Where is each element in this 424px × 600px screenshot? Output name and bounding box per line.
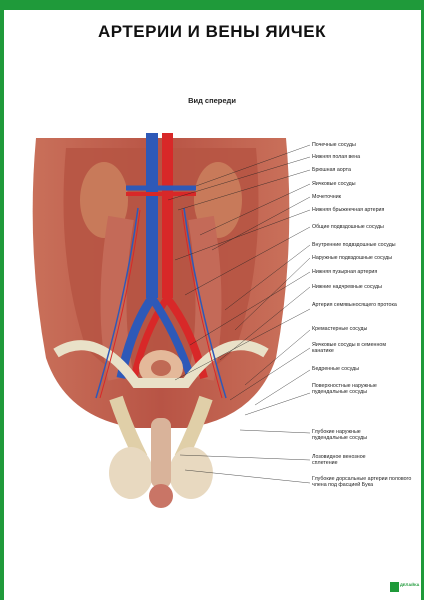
- label-internal-iliac-vessels: Внутренние подвздошные сосуды: [312, 242, 396, 248]
- label-external-iliac-vessels: Наружные подвздошные сосуды: [312, 255, 393, 261]
- label-testicular-vessels-in-cord: Яичковые сосуды в семенном канатике: [312, 342, 386, 355]
- label-abdominal-aorta: Брюшная аорта: [312, 167, 351, 173]
- logo-text: ДЕЛАЙКА: [400, 582, 420, 587]
- label-inferior-vesical-artery: Нижняя пузырная артерия: [312, 269, 378, 275]
- label-superficial-pudendal-vessels: Поверхностные наружные пудендальные сосу…: [312, 383, 377, 396]
- label-testicular-vessels: Яичковые сосуды: [312, 181, 356, 187]
- label-inferior-mesenteric-artery: Нижняя брыжеечная артерия: [312, 207, 385, 213]
- label-femoral-vessels: Бедренные сосуды: [312, 366, 360, 372]
- right-frame-bar: [421, 0, 424, 600]
- publisher-logo: ДЕЛАЙКА: [390, 582, 420, 594]
- top-frame-bar: [0, 0, 424, 10]
- label-renal-vessels: Почечные сосуды: [312, 142, 356, 148]
- anatomy-illustration: [32, 133, 290, 508]
- left-frame-bar: [0, 0, 4, 600]
- poster-subtitle: Вид спереди: [188, 96, 236, 105]
- label-cremasteric-vessels: Кремастерные сосуды: [312, 326, 368, 332]
- label-inferior-epigastric-vessels: Нижние надчревные сосуды: [312, 284, 382, 290]
- label-pampiniform-plexus: Лозовидное венозное сплетение: [312, 454, 366, 467]
- poster-title: АРТЕРИИ И ВЕНЫ ЯИЧЕК: [98, 22, 326, 41]
- label-ureter: Мочеточник: [312, 194, 341, 200]
- logo-mark-icon: [390, 582, 399, 592]
- label-deep-dorsal-arteries: Глубокие дорсальные артерии полового чле…: [312, 476, 412, 489]
- label-deep-pudendal-vessels: Глубокие наружные пудендальные сосуды: [312, 429, 368, 442]
- label-common-iliac-vessels: Общие подвздошные сосуды: [312, 224, 384, 230]
- label-inferior-vena-cava: Нижняя полая вена: [312, 154, 361, 160]
- label-deferent-duct-artery: Артерия семявыносящего протока: [312, 302, 397, 308]
